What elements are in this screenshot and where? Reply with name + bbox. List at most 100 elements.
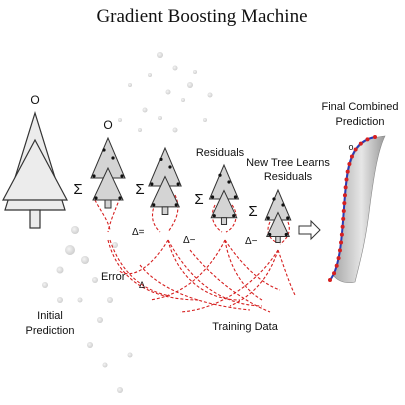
tree-node-dot [218,173,222,177]
tree-node-dot [176,182,180,186]
delta-equals-label: Δ= [132,227,145,238]
error-dashed-curve [229,249,279,307]
initial-output-label: O [30,93,39,107]
prediction-point [341,209,346,214]
background-dot [148,73,152,77]
error-curves [94,194,296,313]
prediction-point [343,185,348,190]
prediction-point [336,256,341,261]
error-dashed-curve [225,204,237,233]
tree-node-dot [102,148,106,152]
tree-node-dot [286,216,290,220]
background-dot [128,83,132,87]
error-dashed-curve [224,239,263,301]
error-dashed-curve [189,249,271,313]
page-title: Gradient Boosting Machine [96,6,307,27]
delta-small-label: Δ [139,280,145,290]
error-dashed-curve [167,239,263,307]
residuals-label: Residuals [196,147,245,159]
background-dot [157,52,163,58]
prediction-point [365,137,370,142]
background-dot [193,70,197,74]
second-output-label: O [103,118,112,132]
background-dot [203,118,207,122]
prediction-point [337,248,342,253]
initial-prediction-label-line2: Prediction [26,325,75,337]
error-dashed-curve [139,264,251,311]
tree-4 [264,188,292,243]
sum-sign-2: Σ [135,181,144,198]
background-dot [102,362,108,368]
tree-node-dot [92,174,96,178]
prediction-point [344,177,349,182]
prediction-point [373,135,377,139]
final-prediction-label-line1: Final Combined [321,101,398,113]
tree-node-dot [232,214,236,218]
background-dot [207,92,213,98]
tree-node-dot [212,214,216,218]
background-dot [158,116,162,120]
delta-minus-label-1: Δ− [183,235,196,246]
prediction-point [347,161,352,166]
prediction-point [328,278,332,282]
background-dot [187,82,193,88]
error-dashed-curve [107,239,201,301]
prediction-point [341,216,346,221]
tree-node-dot [174,203,178,207]
training-data-label: Training Data [212,321,279,333]
background-dot [107,297,113,303]
tree-node-dot [284,232,288,237]
background-dot [172,65,178,71]
final-prediction-points [328,135,377,282]
background-dot [77,297,83,303]
tree-node-dot [152,203,156,207]
error-dashed-curve [167,194,179,233]
tree-node-dot [150,182,154,186]
delta-minus-label-2: Δ− [245,236,258,247]
error-dashed-curve [117,239,169,275]
initial-prediction-label-line1: Initial [37,310,63,322]
final-prediction-label-line2: Prediction [336,116,385,128]
final-small-o-label: o [348,142,353,152]
error-dashed-curve [109,239,171,297]
prediction-point [358,141,363,146]
error-label: Error [101,271,126,283]
error-dashed-curve [151,194,161,233]
tree-node-dot [210,195,215,199]
tree-node-dot [118,196,122,200]
background-dot [81,256,89,264]
tree-node-dot [227,180,231,184]
prediction-point [332,271,337,276]
background-dot [181,98,185,102]
prediction-point [334,263,339,268]
initial-tree [2,110,68,229]
sum-sign-1: Σ [73,181,82,198]
background-dot [127,352,133,358]
background-dot [118,118,122,122]
hollow-right-arrow-icon [298,219,321,241]
background-dot [138,128,142,132]
prediction-point [339,232,344,237]
tree-node-dot [272,197,276,201]
tree-3 [208,163,240,225]
new-tree-label-line1: New Tree Learns [246,157,330,169]
background-dot [165,89,171,95]
tree-2 [148,146,182,215]
prediction-point [353,147,358,152]
prediction-point [339,240,344,245]
background-dots [42,52,213,393]
tree-node-dot [266,216,270,220]
background-dot [142,107,148,113]
sum-sign-3: Σ [194,191,203,208]
background-dot [172,127,178,133]
prediction-point [340,224,345,229]
tree-node-dot [159,157,163,161]
prediction-point [349,154,354,159]
prediction-point [342,193,347,198]
background-dot [57,297,63,303]
background-dot [87,342,93,348]
sum-sign-4: Σ [248,203,257,220]
error-dashed-curve [277,249,296,296]
